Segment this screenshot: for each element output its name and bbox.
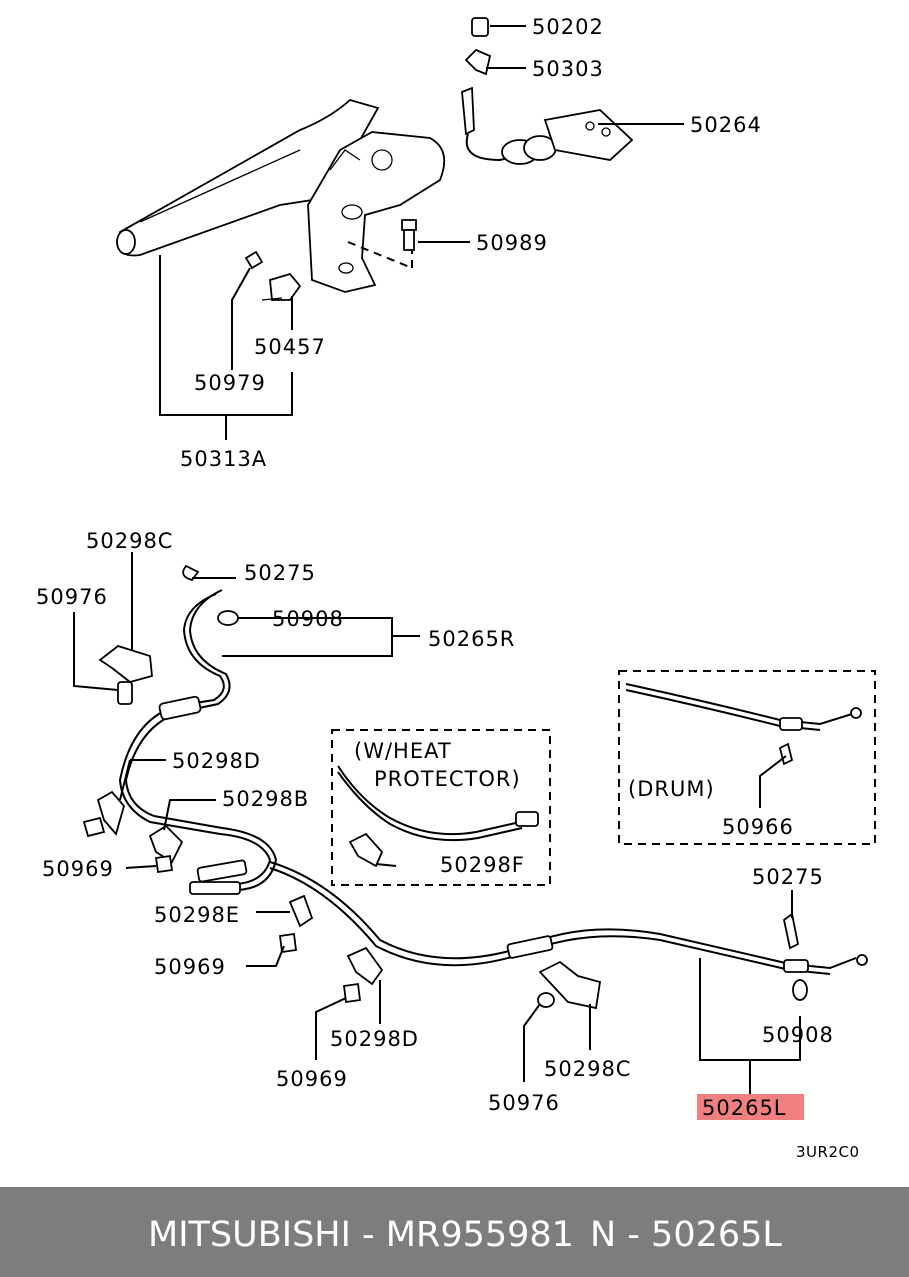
- leader-lines-upper: [159, 25, 684, 440]
- label-50275-right: 50275: [752, 865, 824, 889]
- mount-dashed-guide: [347, 240, 413, 269]
- label-50908-right: 50908: [762, 1023, 834, 1047]
- label-50298E: 50298E: [154, 903, 240, 927]
- label-50976-top: 50976: [36, 585, 108, 609]
- inset-drum-box: [618, 670, 876, 845]
- label-50313A: 50313A: [180, 447, 267, 471]
- bolt-50976-bottom: [537, 992, 555, 1008]
- clip-50202: [471, 17, 489, 37]
- bracket-50457: [261, 272, 302, 301]
- parking-brake-parts-diagram: 50202 50303 50264 50989 50457 50979 5031…: [36, 15, 876, 1161]
- label-50979: 50979: [194, 371, 266, 395]
- screw-50979: [244, 250, 264, 270]
- inset-drum-title: (DRUM): [628, 777, 715, 801]
- grommet-50908-right: [792, 979, 808, 1001]
- label-50298D-top: 50298D: [172, 749, 261, 773]
- nut-50969-b-left: [154, 854, 174, 874]
- bolt-50989: [401, 219, 417, 251]
- clip-50303: [464, 48, 492, 76]
- bolt-50976-top: [117, 681, 133, 705]
- label-50298C-bottom: 50298C: [544, 1057, 631, 1081]
- clip-50298D-bottom: [346, 946, 384, 986]
- bracket-50298C-bottom: [538, 960, 602, 1010]
- bracket-50298C-top: [98, 645, 153, 683]
- label-50202: 50202: [532, 15, 604, 39]
- clip-50298D-top: [96, 790, 125, 836]
- label-50303: 50303: [532, 57, 604, 81]
- footer-reference-number: N - 50265L: [590, 1215, 782, 1255]
- diagram-code: 3UR2C0: [796, 1143, 860, 1161]
- label-50298F: 50298F: [440, 853, 525, 877]
- footer-bar: MITSUBISHI - MR955981 N - 50265L: [0, 1187, 909, 1277]
- inset-drum-cable: [625, 683, 862, 808]
- parking-brake-lever: [116, 98, 446, 293]
- label-50969-c: 50969: [276, 1067, 348, 1091]
- label-50264: 50264: [690, 113, 762, 137]
- clip-50275-top: [182, 564, 200, 582]
- clip-50275-right: [782, 912, 800, 950]
- label-50989: 50989: [476, 231, 548, 255]
- label-50265L-highlight: [697, 1094, 804, 1120]
- inset-heat-protector-box: [331, 729, 551, 886]
- label-50966: 50966: [722, 815, 794, 839]
- leader-lines-lower: [73, 552, 801, 1094]
- cable-50265L: [269, 861, 868, 975]
- grommet-50908-top: [217, 610, 239, 626]
- label-50298B: 50298B: [222, 787, 309, 811]
- label-50976-bottom: 50976: [488, 1091, 560, 1115]
- clip-50298B: [148, 824, 184, 864]
- nut-50969-c: [342, 982, 362, 1004]
- inset-heat-title-line1: (W/HEAT: [354, 739, 452, 763]
- inset-heat-cable: [337, 765, 539, 868]
- cable-50265R: [118, 589, 278, 895]
- clip-50298E: [288, 894, 314, 928]
- label-50457: 50457: [254, 335, 326, 359]
- label-50298D-bottom: 50298D: [330, 1027, 419, 1051]
- nut-50969-a: [82, 816, 106, 838]
- cable-switch-50264: [461, 86, 634, 165]
- label-50265R: 50265R: [428, 627, 515, 651]
- label-50298C-top: 50298C: [86, 529, 173, 553]
- label-50265L: 50265L: [702, 1096, 787, 1120]
- inset-heat-title-line2: PROTECTOR): [374, 767, 521, 791]
- footer-brand-part-number: MITSUBISHI - MR955981: [148, 1215, 574, 1255]
- label-50969-a: 50969: [42, 857, 114, 881]
- label-50969-b: 50969: [154, 955, 226, 979]
- label-50908-top: 50908: [272, 607, 344, 631]
- label-50275-top: 50275: [244, 561, 316, 585]
